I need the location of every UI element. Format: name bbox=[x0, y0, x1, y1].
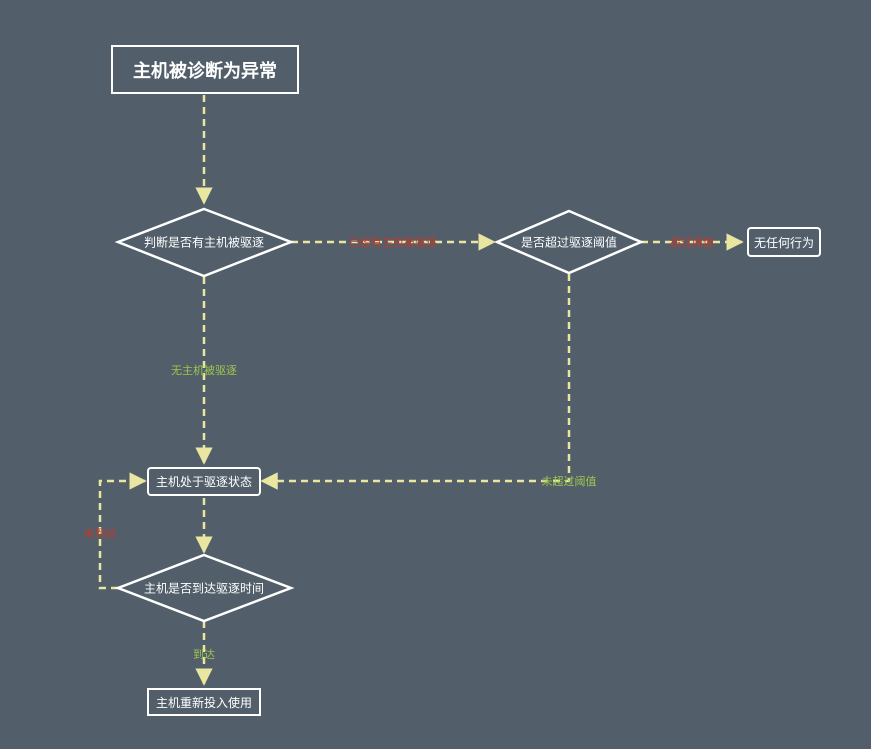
decision-evicted-diamond bbox=[114, 207, 295, 278]
edge-label-not-reached: 未到达 bbox=[83, 527, 117, 540]
decision-time-label: 主机是否到达驱逐时间 bbox=[143, 581, 265, 596]
no-action-node: 无任何行为 bbox=[747, 227, 821, 257]
decision-evicted-label: 判断是否有主机被驱逐 bbox=[143, 235, 265, 250]
edge-threshold-to-state bbox=[260, 274, 571, 490]
decision-time-diamond bbox=[114, 553, 295, 623]
edge-label-none-evicted: 无主机被驱逐 bbox=[171, 364, 237, 377]
reuse-node: 主机重新投入使用 bbox=[147, 688, 261, 716]
edge-label-over-threshold: 超过阈值 bbox=[670, 236, 714, 249]
edge-time-check-to-state bbox=[98, 472, 147, 590]
edge-label-has-evicted: 已经有主机被驱逐 bbox=[349, 236, 437, 249]
eviction-state-node: 主机处于驱逐状态 bbox=[147, 467, 261, 496]
decision-threshold-diamond bbox=[493, 209, 645, 275]
edge-label-under-threshold: 未超过阈值 bbox=[541, 475, 597, 488]
edge-label-reached: 到达 bbox=[193, 648, 215, 661]
decision-threshold-label: 是否超过驱逐阈值 bbox=[520, 235, 618, 250]
start-node: 主机被诊断为异常 bbox=[111, 45, 299, 94]
